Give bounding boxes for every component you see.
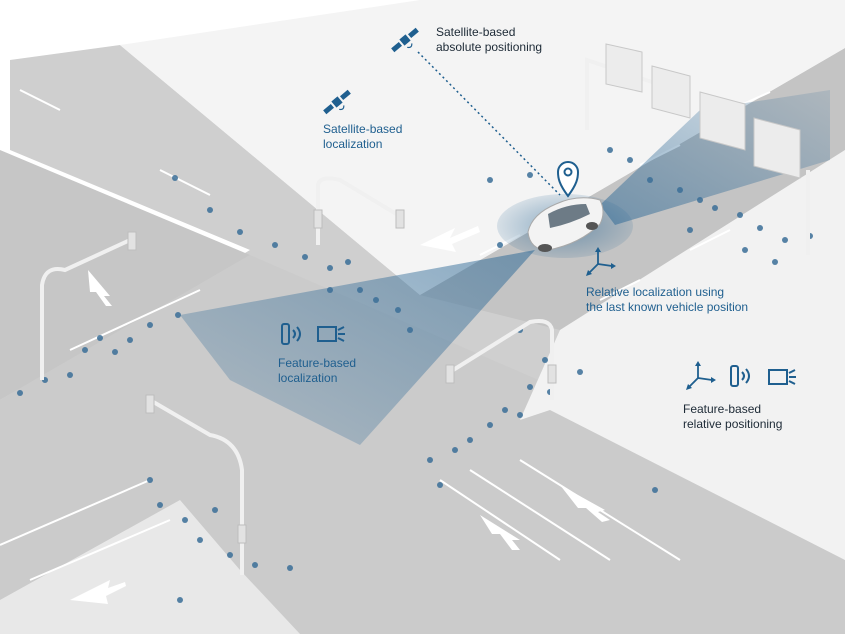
label-line: Feature-based bbox=[278, 356, 357, 370]
label-line: relative positioning bbox=[683, 417, 783, 431]
road-cross-left bbox=[0, 150, 250, 400]
label-line: Feature-based bbox=[683, 402, 762, 416]
label-line: localization bbox=[323, 137, 383, 151]
label-line: absolute positioning bbox=[436, 40, 543, 54]
camera-icon bbox=[317, 326, 345, 342]
feature-points bbox=[17, 147, 813, 603]
label-line: the last known vehicle position bbox=[586, 300, 749, 314]
traffic-light-boxes bbox=[127, 209, 557, 544]
axes-icon bbox=[586, 247, 616, 276]
label-satellite-absolute: Satellite-based absolute positioning bbox=[436, 25, 542, 55]
overhead-signs bbox=[605, 43, 801, 179]
satellite-link-line bbox=[417, 51, 561, 196]
radar-sensor-icon bbox=[730, 365, 750, 387]
label-satellite-localization: Satellite-based localization bbox=[323, 122, 402, 152]
camera-icon bbox=[768, 369, 796, 385]
location-pin-icon bbox=[556, 161, 580, 198]
satellite-icon bbox=[391, 27, 419, 53]
beam-feature-localization bbox=[180, 250, 535, 445]
axes-icon bbox=[686, 361, 716, 390]
vehicle bbox=[527, 197, 604, 252]
label-feature-relative: Feature-based relative positioning bbox=[683, 402, 782, 432]
road-arrows bbox=[70, 226, 610, 604]
label-line: Satellite-based bbox=[323, 122, 403, 136]
radar-sensor-icon bbox=[281, 323, 301, 345]
label-feature-localization: Feature-based localization bbox=[278, 356, 356, 386]
label-line: Relative localization using bbox=[586, 285, 725, 299]
satellite-icon bbox=[323, 89, 351, 115]
label-line: localization bbox=[278, 371, 338, 385]
sidewalk-right bbox=[520, 150, 845, 560]
label-relative-localization: Relative localization using the last kno… bbox=[586, 285, 748, 315]
label-line: Satellite-based bbox=[436, 25, 516, 39]
